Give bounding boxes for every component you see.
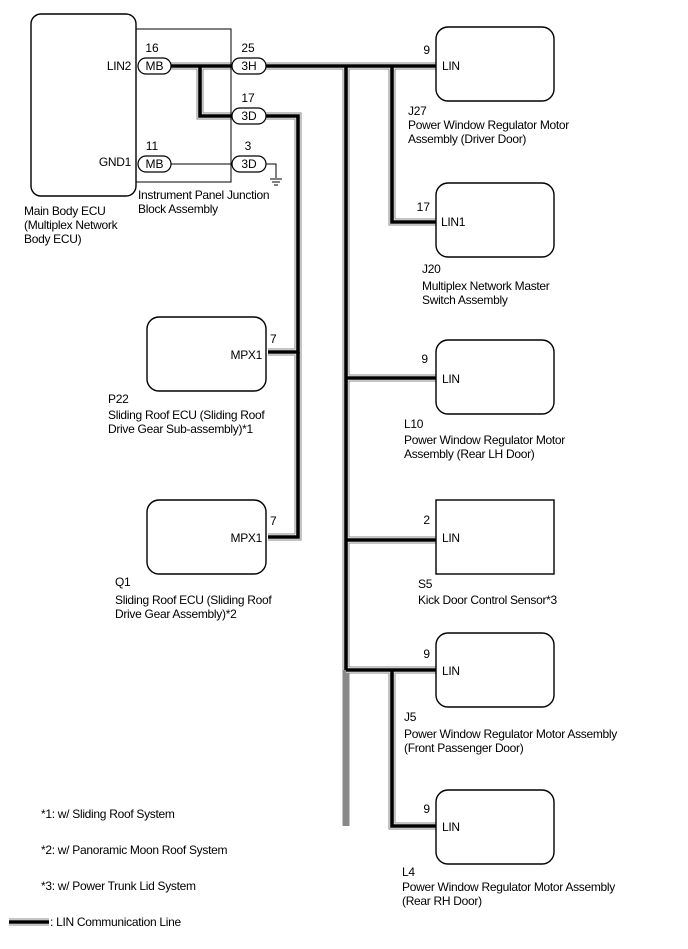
component-p22[interactable]: MPX1 7 P22 Sliding Roof ECU (Sliding Roo… bbox=[108, 316, 277, 436]
pin-number: 9 bbox=[423, 647, 430, 661]
main-ecu-name-line2: (Multiplex Network bbox=[24, 218, 119, 232]
component-name-line2: Assembly (Rear LH Door) bbox=[404, 447, 535, 461]
connector-label: MB bbox=[146, 59, 164, 73]
component-l4[interactable]: LIN 9 L4 Power Window Regulator Motor As… bbox=[402, 789, 616, 908]
pin-number: 7 bbox=[270, 332, 277, 346]
footnote-3: *3: w/ Power Trunk Lid System bbox=[41, 879, 196, 893]
component-j27[interactable]: LIN 9 J27 Power Window Regulator Motor A… bbox=[408, 26, 570, 146]
pin-number: 2 bbox=[423, 513, 430, 527]
ground-icon bbox=[266, 163, 282, 186]
terminal-label: LIN bbox=[442, 664, 460, 678]
component-name-line2: (Front Passenger Door) bbox=[404, 741, 524, 755]
connector-3d-3[interactable]: 3D 3 bbox=[231, 139, 267, 173]
connector-mb-11[interactable]: MB 11 bbox=[137, 139, 172, 173]
main-body-ecu-box[interactable] bbox=[30, 13, 137, 197]
component-q1[interactable]: MPX1 7 Q1 Sliding Roof ECU (Sliding Roof… bbox=[115, 499, 277, 621]
component-name-line2: Assembly (Driver Door) bbox=[408, 132, 526, 146]
pin-number: 3 bbox=[245, 139, 252, 153]
terminal-label: LIN bbox=[442, 820, 460, 834]
component-name-line1: Power Window Regulator Motor Assembly bbox=[402, 880, 615, 894]
terminal-label: LIN1 bbox=[441, 215, 466, 229]
component-id: Q1 bbox=[115, 575, 131, 589]
component-name-line1: Power Window Regulator Motor bbox=[408, 118, 569, 132]
component-s5[interactable]: LIN 2 S5 Kick Door Control Sensor*3 bbox=[418, 499, 558, 607]
component-id: L4 bbox=[402, 865, 415, 879]
component-name-line1: Power Window Regulator Motor bbox=[404, 433, 565, 447]
component-j5[interactable]: LIN 9 J5 Power Window Regulator Motor As… bbox=[404, 632, 618, 755]
legend-label: : LIN Communication Line bbox=[50, 915, 181, 929]
component-name-line1: Multiplex Network Master bbox=[422, 279, 550, 293]
pin-number: 17 bbox=[417, 200, 431, 214]
terminal-label: MPX1 bbox=[231, 531, 263, 545]
legend: : LIN Communication Line bbox=[9, 915, 182, 929]
connector-label: 3D bbox=[241, 157, 257, 171]
lin-bus-wires bbox=[170, 62, 436, 830]
pin-number: 16 bbox=[145, 41, 159, 55]
main-ecu-name-line3: Body ECU) bbox=[24, 232, 82, 246]
component-j20[interactable]: LIN1 17 J20 Multiplex Network Master Swi… bbox=[417, 182, 555, 307]
instrument-panel-junction-block[interactable]: Instrument Panel Junction Block Assembly bbox=[136, 28, 270, 216]
component-name-line2: Drive Gear Sub-assembly)*1 bbox=[108, 422, 254, 436]
component-id: J27 bbox=[408, 104, 427, 118]
component-id: P22 bbox=[108, 392, 129, 406]
terminal-lin2: LIN2 bbox=[107, 59, 132, 73]
terminal-gnd1: GND1 bbox=[99, 155, 132, 169]
footnote-2: *2: w/ Panoramic Moon Roof System bbox=[41, 843, 227, 857]
terminal-label: MPX1 bbox=[231, 348, 263, 362]
connector-label: MB bbox=[146, 157, 164, 171]
pin-number: 17 bbox=[241, 91, 255, 105]
component-name-line1: Power Window Regulator Motor Assembly bbox=[404, 727, 617, 741]
pin-number: 25 bbox=[241, 41, 255, 55]
footnotes: *1: w/ Sliding Roof System *2: w/ Panora… bbox=[41, 807, 228, 893]
component-id: S5 bbox=[418, 577, 433, 591]
pin-number: 7 bbox=[270, 514, 277, 528]
junction-block-outline bbox=[136, 28, 232, 183]
component-id: L10 bbox=[404, 417, 424, 431]
component-name-line2: Switch Assembly bbox=[422, 293, 508, 307]
connector-3d-17[interactable]: 3D 17 bbox=[231, 91, 267, 125]
pin-number: 11 bbox=[146, 139, 159, 153]
connector-label: 3H bbox=[241, 59, 256, 73]
footnote-1: *1: w/ Sliding Roof System bbox=[41, 807, 175, 821]
pin-number: 9 bbox=[421, 352, 428, 366]
main-body-ecu[interactable]: LIN2 GND1 Main Body ECU (Multiplex Netwo… bbox=[24, 13, 137, 246]
terminal-label: LIN bbox=[442, 531, 460, 545]
junction-block-name-line1: Instrument Panel Junction bbox=[138, 188, 269, 202]
junction-block-name-line2: Block Assembly bbox=[138, 202, 218, 216]
terminal-label: LIN bbox=[442, 372, 460, 386]
component-name-line2: (Rear RH Door) bbox=[402, 894, 482, 908]
terminal-label: LIN bbox=[442, 59, 460, 73]
connector-mb-16[interactable]: MB 16 bbox=[137, 41, 172, 75]
pin-number: 9 bbox=[423, 802, 430, 816]
component-l10[interactable]: LIN 9 L10 Power Window Regulator Motor A… bbox=[404, 339, 566, 461]
component-name-line1: Sliding Roof ECU (Sliding Roof bbox=[115, 593, 272, 607]
connector-3h-25[interactable]: 3H 25 bbox=[231, 41, 267, 75]
component-name-line1: Sliding Roof ECU (Sliding Roof bbox=[108, 408, 265, 422]
main-ecu-name-line1: Main Body ECU bbox=[24, 204, 105, 218]
connector-label: 3D bbox=[241, 109, 257, 123]
component-name-line1: Kick Door Control Sensor*3 bbox=[418, 593, 558, 607]
component-id: J20 bbox=[422, 262, 441, 276]
pin-number: 9 bbox=[423, 43, 430, 57]
component-id: J5 bbox=[404, 710, 417, 724]
component-name-line2: Drive Gear Assembly)*2 bbox=[115, 607, 237, 621]
